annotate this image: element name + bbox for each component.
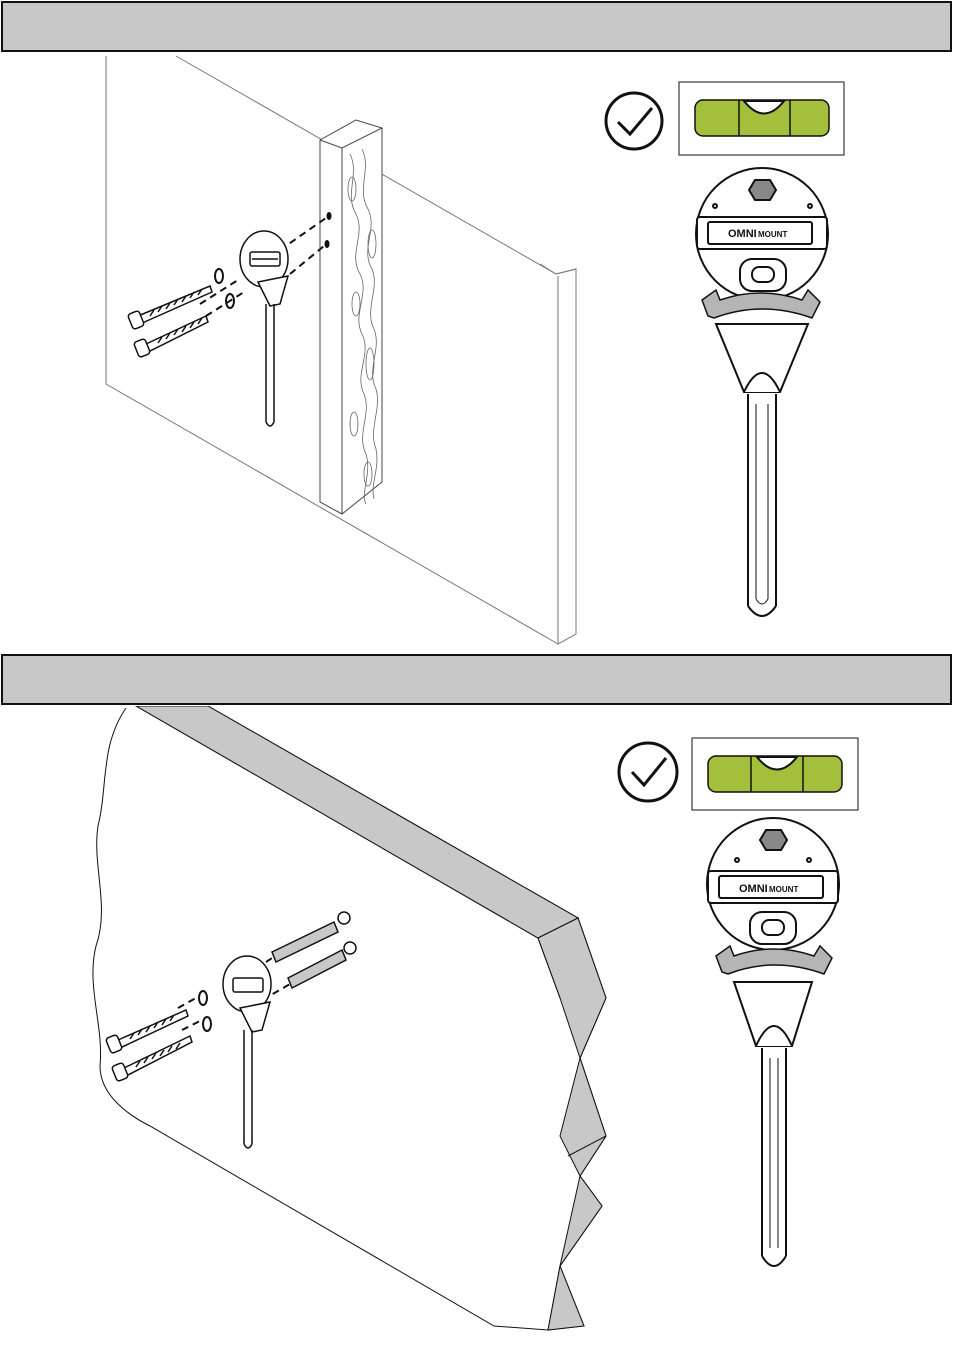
pilot-hole-icon [325, 240, 330, 248]
brand-left-label: OMNI [739, 883, 768, 895]
rotate-arrows-icon [702, 290, 820, 318]
checkmark-circle-icon [619, 743, 677, 801]
rotate-arrows-icon [716, 946, 832, 974]
section-header-bar-1 [1, 1, 952, 52]
section-header-bar-2 [1, 654, 952, 705]
brand-right-label: MOUNT [758, 230, 787, 239]
brand-right-label: MOUNT [769, 885, 798, 894]
bubble-level-indicator [692, 738, 858, 810]
wood-stud [320, 120, 382, 514]
brand-left-label: OMNI [728, 228, 757, 240]
checkmark-circle-icon [606, 93, 662, 149]
bubble-level-indicator [679, 82, 844, 155]
masonry-installation-illustration: OMNI MOUNT [0, 706, 954, 1346]
washer-icon [215, 269, 223, 283]
mount-bracket-small [240, 231, 288, 426]
wood-stud-installation-illustration: OMNI MOUNT [0, 54, 954, 654]
pilot-hole-icon [327, 212, 332, 220]
